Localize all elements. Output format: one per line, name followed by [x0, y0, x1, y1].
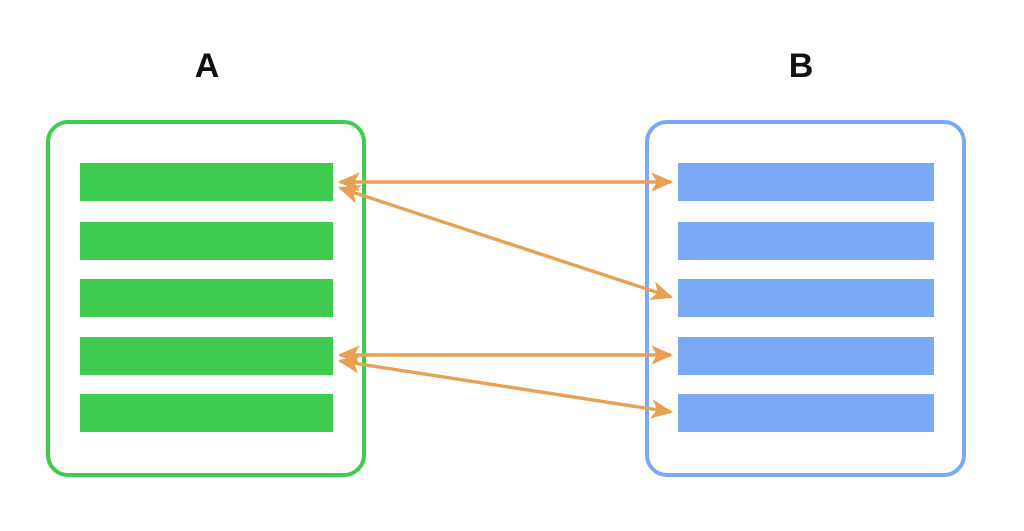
a-row-3[interactable] [80, 279, 333, 317]
b-row-3[interactable] [678, 279, 934, 317]
group-label-b: B [788, 47, 814, 85]
b-row-4[interactable] [678, 337, 934, 375]
b-row-1[interactable] [678, 163, 934, 201]
b-row-5[interactable] [678, 394, 934, 432]
a-row-4[interactable] [80, 337, 333, 375]
group-label-a: A [194, 47, 220, 85]
b-row-2[interactable] [678, 222, 934, 260]
a-row-1[interactable] [80, 163, 333, 201]
connector-a1-b3 [337, 184, 674, 301]
connector-a4-b5 [337, 354, 674, 419]
a-row-5[interactable] [80, 394, 333, 432]
a-row-2[interactable] [80, 222, 333, 260]
